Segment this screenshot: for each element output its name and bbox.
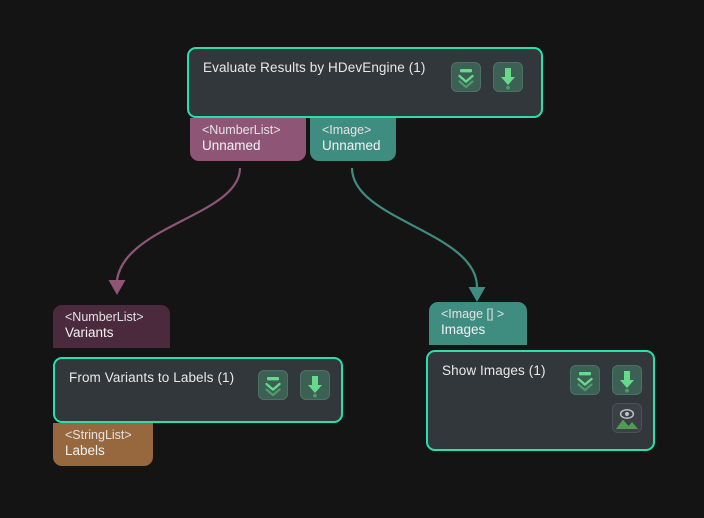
node-show-images[interactable]: Show Images (1): [426, 350, 655, 451]
edge-numberlist[interactable]: [108, 167, 242, 295]
image-preview-icon[interactable]: [612, 403, 642, 433]
collapse-icon[interactable]: [451, 62, 481, 92]
node-title: Show Images (1): [442, 363, 546, 378]
port-input-variants[interactable]: <NumberList> Variants: [53, 305, 170, 348]
port-type: <NumberList>: [202, 123, 281, 137]
collapse-icon[interactable]: [570, 365, 600, 395]
edge-image[interactable]: [350, 167, 486, 302]
node-title: From Variants to Labels (1): [69, 370, 235, 385]
collapse-icon[interactable]: [258, 370, 288, 400]
execute-icon[interactable]: [612, 365, 642, 395]
node-evaluate-results[interactable]: Evaluate Results by HDevEngine (1): [187, 47, 543, 118]
port-name: Variants: [65, 325, 114, 341]
node-from-variants-to-labels[interactable]: From Variants to Labels (1): [53, 357, 343, 423]
port-output-image[interactable]: <Image> Unnamed: [310, 118, 396, 161]
port-name: Labels: [65, 443, 105, 459]
port-name: Images: [441, 322, 486, 338]
port-type: <Image [] >: [441, 307, 505, 321]
port-output-numberlist[interactable]: <NumberList> Unnamed: [190, 118, 306, 161]
execute-icon[interactable]: [300, 370, 330, 400]
port-output-stringlist[interactable]: <StringList> Labels: [53, 423, 153, 466]
node-title: Evaluate Results by HDevEngine (1): [203, 60, 426, 75]
port-type: <StringList>: [65, 428, 132, 442]
port-input-images[interactable]: <Image [] > Images: [429, 302, 527, 345]
port-type: <Image>: [322, 123, 372, 137]
port-name: Unnamed: [202, 138, 261, 154]
port-name: Unnamed: [322, 138, 381, 154]
port-type: <NumberList>: [65, 310, 144, 324]
execute-icon[interactable]: [493, 62, 523, 92]
